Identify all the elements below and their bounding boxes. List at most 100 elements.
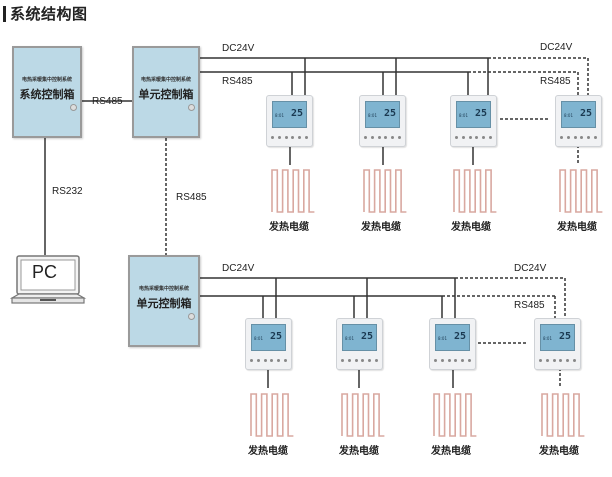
- button-icon: [271, 135, 274, 139]
- upper-dc24v-label: DC24V: [222, 43, 255, 54]
- lower-dc24v-far-label: DC24V: [514, 263, 547, 274]
- button-icon: [580, 135, 584, 139]
- heating-cable-icon: [453, 169, 497, 213]
- button-icon: [374, 358, 378, 362]
- button-icon: [434, 358, 437, 362]
- thermostat-screen: 8:01 25: [365, 101, 400, 128]
- button-icon: [377, 135, 381, 139]
- lower-rs485-far-label: RS485: [514, 300, 545, 311]
- heating-cable-icon: [541, 393, 585, 437]
- system-box-subtitle: 电热采暖集中控制系统: [21, 77, 72, 83]
- button-icon: [566, 135, 570, 139]
- button-icon: [263, 358, 267, 362]
- upper-dc24v-far-label: DC24V: [540, 42, 573, 53]
- heating-cable-icon: [341, 393, 385, 437]
- heating-cable-icon: [250, 393, 294, 437]
- heating-cable-icon: [559, 169, 603, 213]
- button-icon: [539, 358, 542, 362]
- button-icon: [354, 358, 358, 362]
- button-icon: [250, 358, 253, 362]
- button-icon: [298, 135, 302, 139]
- button-icon: [391, 135, 395, 139]
- button-icon: [291, 135, 295, 139]
- button-icon: [455, 135, 458, 139]
- pc-label: PC: [32, 262, 58, 282]
- heating-cable-label: 发热电缆: [539, 446, 579, 457]
- temperature-readout: 25: [453, 331, 466, 342]
- button-icon: [270, 358, 274, 362]
- heating-cable-icon: [363, 169, 407, 213]
- button-icon: [370, 135, 374, 139]
- button-icon: [440, 358, 444, 362]
- thermostat-screen: 8:01 25: [540, 324, 575, 351]
- unit-box-subtitle: 电热采暖集中控制系统: [140, 77, 191, 83]
- pc-laptop-icon: PC: [10, 254, 88, 306]
- button-icon: [572, 358, 576, 362]
- thermostat-buttons: [271, 134, 308, 140]
- temperature-readout: 25: [360, 331, 373, 342]
- button-icon: [368, 358, 372, 362]
- button-icon: [560, 135, 563, 139]
- button-icon: [304, 135, 308, 139]
- button-icon: [361, 358, 365, 362]
- title-accent-bar: [3, 6, 6, 22]
- lower-dc24v-label: DC24V: [222, 263, 255, 274]
- temperature-readout: 25: [290, 108, 303, 119]
- thermostat-screen: 8:01 25: [342, 324, 377, 351]
- upper-rs485-label: RS485: [222, 76, 253, 87]
- button-icon: [545, 358, 549, 362]
- heating-cable-label: 发热电缆: [339, 446, 379, 457]
- system-control-box: 电热采暖集中控制系统 系统控制箱: [12, 46, 82, 138]
- temperature-readout: 25: [474, 108, 487, 119]
- clock-readout: 8:01: [254, 336, 263, 341]
- thermostat-buttons: [539, 357, 576, 363]
- button-icon: [461, 358, 465, 362]
- thermostat-buttons: [250, 357, 287, 363]
- thermostat: 8:01 25: [336, 318, 383, 370]
- heating-cable-label: 发热电缆: [248, 446, 288, 457]
- unit-box-label: 单元控制箱: [138, 88, 194, 101]
- thermostat: 8:01 25: [245, 318, 292, 370]
- heating-cable-label: 发热电缆: [451, 222, 491, 233]
- button-icon: [559, 358, 563, 362]
- unit-control-box-2: 电热采暖集中控制系统 单元控制箱: [128, 255, 200, 347]
- thermostat-buttons: [341, 357, 378, 363]
- temperature-readout: 25: [558, 331, 571, 342]
- button-icon: [256, 358, 260, 362]
- thermostat-buttons: [364, 134, 401, 140]
- button-icon: [573, 135, 577, 139]
- clock-readout: 8:01: [543, 336, 552, 341]
- heating-cable-icon: [433, 393, 477, 437]
- button-icon: [587, 135, 591, 139]
- clock-readout: 8:01: [564, 113, 573, 118]
- system-box-label: 系统控制箱: [19, 88, 75, 101]
- button-icon: [347, 358, 351, 362]
- clock-readout: 8:01: [345, 336, 354, 341]
- link-label-rs485-units: RS485: [176, 192, 207, 203]
- button-icon: [475, 135, 479, 139]
- button-icon: [447, 358, 451, 362]
- heating-cable-label: 发热电缆: [361, 222, 401, 233]
- clock-readout: 8:01: [368, 113, 377, 118]
- button-icon: [341, 358, 344, 362]
- heating-cable-icon: [271, 169, 315, 213]
- thermostat: 8:01 25: [359, 95, 406, 147]
- temperature-readout: 25: [383, 108, 396, 119]
- thermostat-buttons: [455, 134, 492, 140]
- upper-rs485-far-label: RS485: [540, 76, 571, 87]
- lock-icon: [70, 104, 77, 111]
- thermostat-buttons: [434, 357, 471, 363]
- heating-cable-label: 发热电缆: [557, 222, 597, 233]
- button-icon: [283, 358, 287, 362]
- link-label-rs232: RS232: [52, 186, 83, 197]
- thermostat-buttons: [560, 134, 597, 140]
- unit-control-box-1: 电热采暖集中控制系统 单元控制箱: [132, 46, 200, 138]
- temperature-readout: 25: [269, 331, 282, 342]
